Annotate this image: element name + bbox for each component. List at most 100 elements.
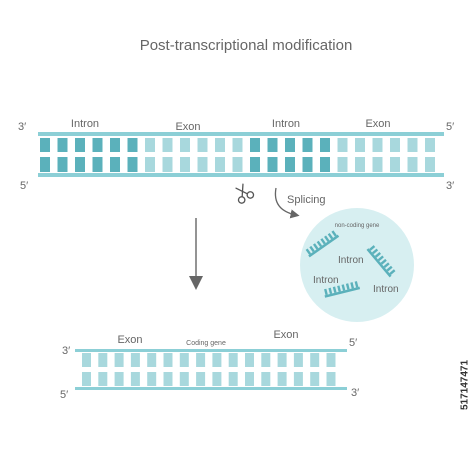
base-bar [285, 138, 295, 152]
base-bar [215, 157, 225, 172]
base-bar [196, 372, 206, 386]
pre-mrna-segment-label: Exon [175, 121, 200, 133]
base-bar [245, 372, 254, 386]
base-bar [82, 372, 91, 386]
base-bar [179, 353, 189, 367]
scissors-icon [235, 183, 255, 204]
fragment-backbone [324, 286, 361, 298]
base-bar [114, 372, 124, 386]
intron-fragment [324, 281, 361, 298]
base-bar [127, 138, 138, 152]
base-bar [337, 138, 348, 152]
base-bar [197, 138, 208, 152]
base-bar [110, 157, 120, 172]
pre-mrna-strand [38, 132, 444, 177]
mature-mrna-top-bases [82, 353, 336, 367]
fragment-base [389, 269, 396, 275]
mature-mrna-bottom-backbone [75, 387, 347, 390]
fragment-base [313, 243, 319, 250]
base-bar [228, 353, 238, 367]
base-bar [232, 138, 243, 152]
base-bar [232, 157, 243, 172]
fragment-base [386, 265, 393, 272]
base-bar [163, 353, 173, 367]
fragment-base [331, 230, 337, 237]
base-bar [127, 157, 138, 172]
fragment-base [305, 248, 312, 255]
base-bar [196, 353, 206, 367]
base-bar [98, 372, 108, 386]
fragment-backbone [366, 248, 392, 278]
fragment-base [371, 248, 379, 255]
base-bar [98, 353, 108, 367]
base-bar [372, 138, 383, 152]
fragment-base [320, 238, 326, 245]
fragment-base [324, 288, 328, 296]
base-bar [425, 157, 435, 172]
pre-mrna-top-backbone [38, 132, 444, 136]
base-bar [320, 157, 330, 172]
mature-mrna-top-left-end: 3′ [62, 345, 70, 357]
base-bar [355, 157, 365, 172]
pre-mrna-bottom-bases [40, 157, 435, 172]
pre-mrna-segment-label: Intron [272, 118, 300, 130]
pre-mrna-top-left-end: 3′ [18, 121, 26, 133]
removed-introns-caption: non-coding gene [335, 223, 380, 229]
mature-mrna-bottom-left-end: 5′ [60, 389, 68, 401]
diagram-title: Post-transcriptional modification [140, 37, 353, 54]
removed-introns-circle [300, 208, 414, 322]
base-bar [267, 138, 278, 152]
base-bar [75, 138, 85, 152]
base-bar [302, 138, 313, 152]
fragment-base [328, 287, 333, 295]
base-bar [293, 372, 303, 386]
base-bar [163, 372, 173, 386]
fragment-base [316, 240, 323, 248]
base-bar [425, 138, 435, 152]
mature-mrna-strand [75, 349, 347, 390]
base-bar [57, 157, 68, 172]
base-bar [57, 138, 68, 152]
mature-mrna-segment-label: Exon [273, 329, 298, 341]
base-bar [147, 353, 157, 367]
base-bar [310, 353, 320, 367]
fragment-base [374, 252, 381, 258]
fragment-base [354, 281, 359, 288]
fragment-backbone [308, 234, 340, 258]
fragment-base [337, 285, 341, 292]
base-bar [310, 372, 320, 386]
removed-intron-label: Intron [313, 275, 339, 286]
base-bar [92, 157, 103, 172]
base-bar [228, 372, 238, 386]
base-bar [293, 353, 303, 367]
base-bar [326, 372, 336, 386]
pre-mrna-bottom-backbone [38, 173, 444, 177]
base-bar [40, 138, 50, 152]
base-bar [326, 353, 336, 367]
pre-mrna-top-bases [40, 138, 435, 152]
base-bar [162, 138, 173, 152]
base-bar [250, 138, 260, 152]
base-bar [180, 157, 190, 172]
base-bar [302, 157, 313, 172]
fragment-base [341, 284, 346, 291]
pre-mrna-top-right-end: 5′ [446, 121, 454, 133]
fragment-base [369, 245, 376, 251]
base-bar [147, 372, 157, 386]
base-bar [245, 353, 254, 367]
base-bar [390, 157, 400, 172]
base-bar [145, 138, 155, 152]
base-bar [82, 353, 91, 367]
base-bar [130, 353, 140, 367]
base-bar [197, 157, 208, 172]
down-arrow-head [189, 276, 203, 290]
base-bar [179, 372, 189, 386]
splicing-arrow [274, 187, 300, 219]
mature-mrna-bottom-right-end: 3′ [351, 387, 359, 399]
removed-intron-label: Intron [373, 284, 399, 295]
base-bar [75, 157, 85, 172]
pre-mrna-bottom-right-end: 3′ [446, 180, 454, 192]
pre-mrna-segment-label: Exon [365, 118, 390, 130]
fragment-base [350, 282, 355, 289]
base-bar [285, 157, 295, 172]
